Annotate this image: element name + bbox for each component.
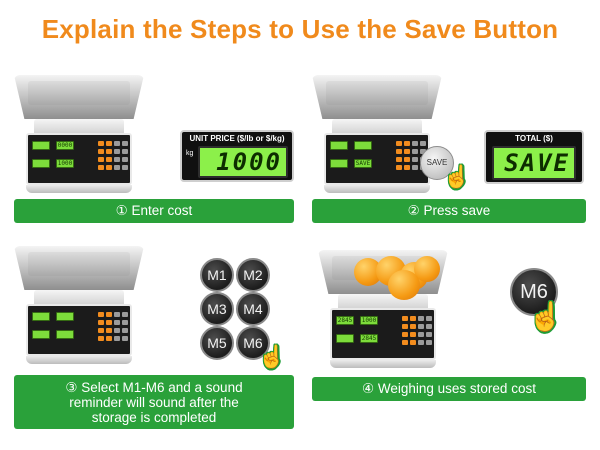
- page-title: Explain the Steps to Use the Save Button: [41, 14, 559, 44]
- hand-pointer-icon: ☝: [528, 301, 563, 332]
- scale-image-step3: [14, 246, 144, 364]
- unit-price-display: UNIT PRICE ($/lb or $/kg) kg 1000: [180, 130, 294, 182]
- scale-lcd: 1000: [360, 316, 378, 325]
- scale-lcd: 0000: [56, 141, 74, 150]
- hand-pointer-icon: ☝: [258, 344, 286, 369]
- step4-label: ④ Weighing uses stored cost: [362, 381, 536, 396]
- step2-label: ② Press save: [407, 203, 491, 218]
- step1-label: ① Enter cost: [115, 203, 193, 218]
- memory-key-m4[interactable]: M4: [236, 292, 270, 326]
- step3-banner: ③ Select M1-M6 and a sound reminder will…: [14, 375, 294, 429]
- step1-banner: ① Enter cost: [14, 199, 294, 223]
- scale-lcd: 2845: [360, 334, 378, 343]
- step3-line3: storage is completed: [91, 410, 217, 425]
- step4-banner: ④ Weighing uses stored cost: [312, 377, 586, 401]
- memory-key-m3[interactable]: M3: [200, 292, 234, 326]
- memory-key-m5[interactable]: M5: [200, 326, 234, 360]
- scale-lcd: 2845: [336, 316, 354, 325]
- scale-lcd: 1000: [56, 159, 74, 168]
- memory-key-m1[interactable]: M1: [200, 258, 234, 292]
- scale-image-step2: SAVE: [312, 75, 442, 193]
- step3-line2: reminder will sound after the: [69, 395, 239, 410]
- total-display: TOTAL ($) SAVE: [484, 130, 584, 184]
- total-value: SAVE: [492, 146, 576, 180]
- unit-tag: kg: [186, 150, 194, 157]
- hand-pointer-icon: ☝: [443, 164, 471, 189]
- total-header: TOTAL ($): [515, 134, 553, 143]
- scale-lcd: SAVE: [354, 159, 372, 168]
- unit-price-value: 1000: [198, 146, 288, 178]
- memory-key-m6[interactable]: M6: [236, 326, 270, 360]
- scale-image-step1: 0000 1000: [14, 75, 144, 193]
- memory-key-m6-large[interactable]: M6: [510, 268, 558, 316]
- step2-banner: ② Press save: [312, 199, 586, 223]
- memory-key-m2[interactable]: M2: [236, 258, 270, 292]
- step3-line1: ③ Select M1-M6 and a sound: [65, 380, 243, 395]
- unit-price-header: UNIT PRICE ($/lb or $/kg): [189, 134, 285, 143]
- save-button[interactable]: SAVE: [420, 146, 454, 180]
